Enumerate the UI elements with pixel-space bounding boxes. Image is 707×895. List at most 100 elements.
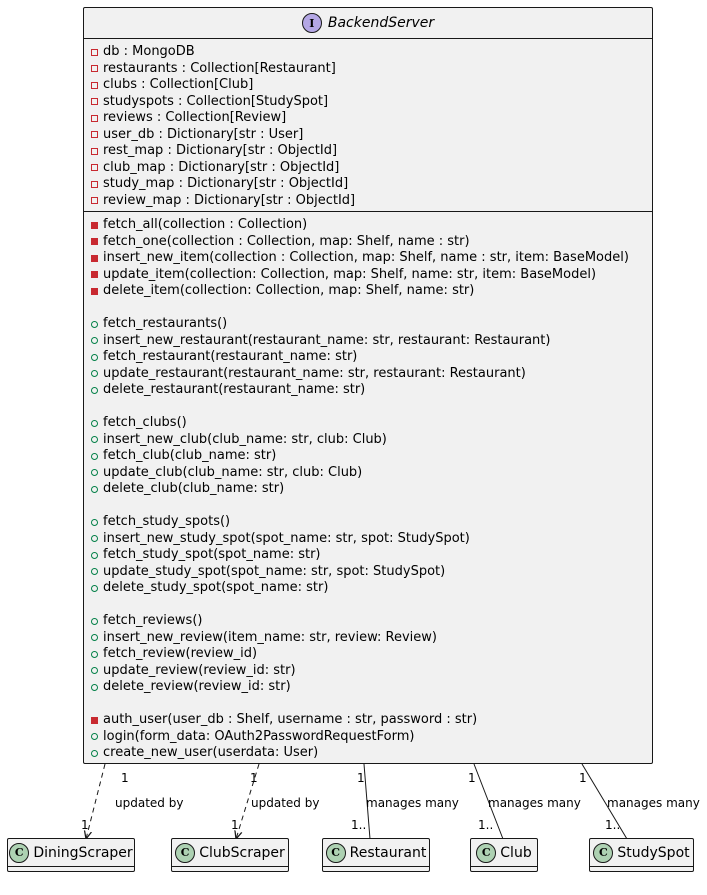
label-restaurant-relation: manages many bbox=[366, 796, 459, 810]
member-text: fetch_club(club_name: str) bbox=[103, 448, 277, 463]
member-text: delete_study_spot(spot_name: str) bbox=[103, 580, 329, 595]
private-visibility-icon bbox=[91, 716, 98, 724]
group-spacer bbox=[84, 597, 652, 614]
mult-restaurant-source: 1 bbox=[357, 771, 365, 785]
member-row: fetch_all(collection : Collection) bbox=[84, 217, 652, 234]
class-restaurant[interactable]: C Restaurant bbox=[322, 838, 430, 872]
public-visibility-icon bbox=[91, 469, 98, 476]
member-row: update_club(club_name: str, club: Club) bbox=[84, 465, 652, 482]
public-visibility-icon bbox=[91, 634, 98, 641]
member-text: update_item(collection: Collection, map:… bbox=[103, 266, 597, 282]
association-line-study bbox=[581, 763, 628, 840]
mult-restaurant-target: 1.. bbox=[351, 818, 367, 832]
group-spacer bbox=[84, 498, 652, 515]
member-text: update_study_spot(spot_name: str, spot: … bbox=[103, 563, 446, 579]
member-text: insert_new_restaurant(restaurant_name: s… bbox=[103, 332, 551, 348]
member-text: update_review(review_id: str) bbox=[103, 662, 296, 678]
member-text: login(form_data: OAuth2PasswordRequestFo… bbox=[103, 728, 415, 744]
member-row: fetch_review(review_id) bbox=[84, 646, 652, 663]
member-text: rest_map : Dictionary[str : ObjectId] bbox=[103, 143, 338, 158]
group-spacer bbox=[84, 300, 652, 317]
member-row: update_review(review_id: str) bbox=[84, 663, 652, 680]
member-row: update_restaurant(restaurant_name: str, … bbox=[84, 366, 652, 383]
member-row: fetch_restaurant(restaurant_name: str) bbox=[84, 349, 652, 366]
class-icon: C bbox=[476, 842, 497, 863]
class-icon: C bbox=[325, 842, 346, 863]
public-visibility-icon bbox=[91, 667, 98, 674]
member-row: fetch_study_spots() bbox=[84, 514, 652, 531]
member-row: studyspots : Collection[StudySpot] bbox=[84, 94, 652, 111]
member-text: fetch_clubs() bbox=[103, 415, 187, 430]
public-visibility-icon bbox=[91, 617, 98, 625]
class-club-scraper[interactable]: C ClubScraper bbox=[171, 838, 289, 872]
mult-dining-source: 1 bbox=[121, 771, 129, 785]
member-text: study_map : Dictionary[str : ObjectId] bbox=[103, 176, 349, 191]
member-text: club_map : Dictionary[str : ObjectId] bbox=[103, 159, 340, 175]
member-text: insert_new_review(item_name: str, review… bbox=[103, 629, 437, 645]
mult-study-target: 1.. bbox=[605, 818, 621, 832]
group-spacer bbox=[84, 696, 652, 713]
member-row: login(form_data: OAuth2PasswordRequestFo… bbox=[84, 729, 652, 746]
class-study-spot[interactable]: C StudySpot bbox=[589, 838, 694, 872]
class-dining-scraper[interactable]: C DiningScraper bbox=[7, 838, 135, 872]
member-row: delete_review(review_id: str) bbox=[84, 679, 652, 696]
dependency-line-club-scraper bbox=[236, 763, 260, 839]
public-visibility-icon bbox=[91, 551, 98, 559]
member-row: review_map : Dictionary[str : ObjectId] bbox=[84, 193, 652, 210]
public-visibility-icon bbox=[91, 518, 98, 526]
member-row: insert_new_study_spot(spot_name: str, sp… bbox=[84, 531, 652, 548]
member-text: clubs : Collection[Club] bbox=[103, 77, 254, 92]
public-visibility-icon bbox=[91, 733, 98, 740]
member-row: insert_new_club(club_name: str, club: Cl… bbox=[84, 432, 652, 449]
methods-section: fetch_all(collection : Collection) fetch_… bbox=[84, 212, 652, 762]
member-row: clubs : Collection[Club] bbox=[84, 77, 652, 94]
member-row: fetch_reviews() bbox=[84, 613, 652, 630]
dependency-line-dining bbox=[86, 763, 106, 839]
class-club[interactable]: C Club bbox=[470, 838, 538, 872]
public-visibility-icon bbox=[91, 337, 98, 344]
class-name: DiningScraper bbox=[33, 844, 133, 861]
public-visibility-icon bbox=[91, 419, 98, 427]
mult-club-target: 1.. bbox=[478, 818, 494, 832]
public-visibility-icon bbox=[91, 436, 98, 443]
private-visibility-icon bbox=[91, 114, 98, 122]
member-row: fetch_clubs() bbox=[84, 415, 652, 432]
private-visibility-icon bbox=[91, 65, 98, 72]
member-text: fetch_restaurants() bbox=[103, 316, 228, 331]
member-row: restaurants : Collection[Restaurant] bbox=[84, 61, 652, 78]
member-text: reviews : Collection[Review] bbox=[103, 110, 287, 125]
member-row: delete_restaurant(restaurant_name: str) bbox=[84, 382, 652, 399]
public-visibility-icon bbox=[91, 485, 98, 493]
public-visibility-icon bbox=[91, 452, 98, 460]
member-row: fetch_restaurants() bbox=[84, 316, 652, 333]
member-row: insert_new_item(collection : Collection,… bbox=[84, 250, 652, 267]
private-visibility-icon bbox=[91, 48, 98, 56]
public-visibility-icon bbox=[91, 650, 98, 658]
public-visibility-icon bbox=[91, 584, 98, 592]
private-visibility-icon bbox=[91, 238, 98, 245]
private-visibility-icon bbox=[91, 254, 98, 262]
member-row: fetch_club(club_name: str) bbox=[84, 448, 652, 465]
member-row: fetch_study_spot(spot_name: str) bbox=[84, 547, 652, 564]
member-text: fetch_restaurant(restaurant_name: str) bbox=[103, 349, 358, 364]
association-line-restaurant bbox=[363, 763, 371, 840]
private-visibility-icon bbox=[91, 180, 98, 188]
label-club-scraper-relation: updated by bbox=[251, 796, 320, 810]
member-text: fetch_all(collection : Collection) bbox=[103, 217, 308, 232]
member-text: restaurants : Collection[Restaurant] bbox=[103, 60, 336, 76]
member-text: user_db : Dictionary[str : User] bbox=[103, 126, 304, 142]
class-name: ClubScraper bbox=[199, 844, 285, 861]
member-text: insert_new_club(club_name: str, club: Cl… bbox=[103, 431, 387, 447]
private-visibility-icon bbox=[91, 147, 98, 155]
member-row: delete_item(collection: Collection, map:… bbox=[84, 283, 652, 300]
member-row: insert_new_review(item_name: str, review… bbox=[84, 630, 652, 647]
member-row: auth_user(user_db : Shelf, username : st… bbox=[84, 712, 652, 729]
member-text: fetch_reviews() bbox=[103, 613, 203, 628]
public-visibility-icon bbox=[91, 386, 98, 394]
member-text: create_new_user(userdata: User) bbox=[103, 745, 319, 760]
class-icon: C bbox=[9, 842, 30, 863]
member-row: insert_new_restaurant(restaurant_name: s… bbox=[84, 333, 652, 350]
